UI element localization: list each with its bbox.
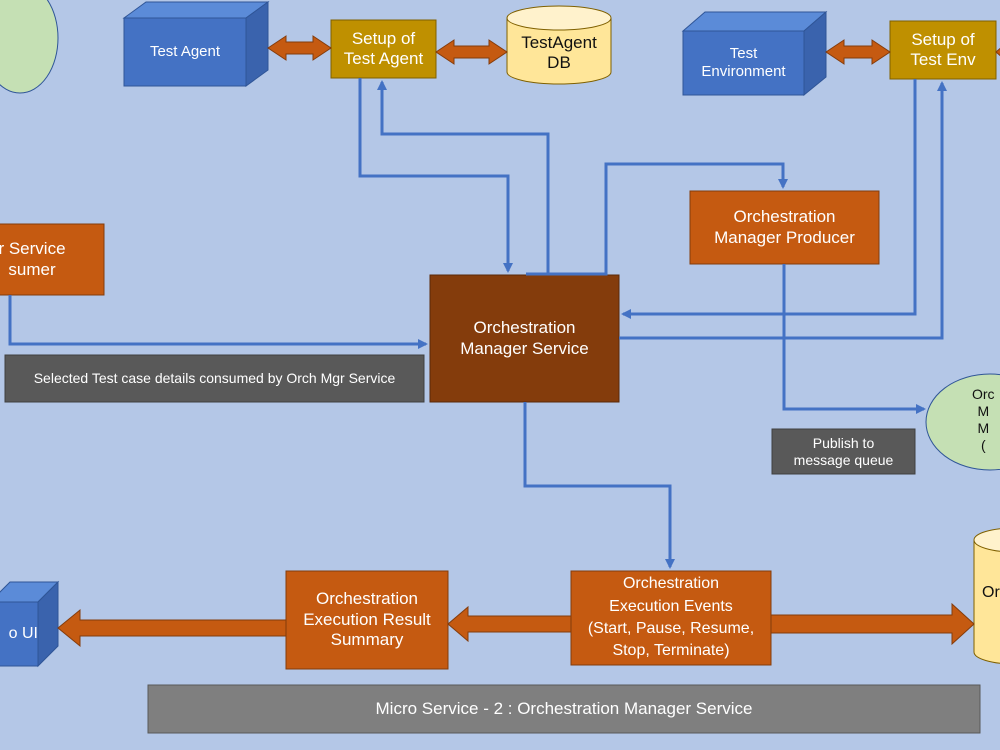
- connector-setup-env-to-service: [621, 79, 917, 319]
- connector-service-to-events: [523, 402, 675, 569]
- setup-test-agent-box: [330, 19, 437, 79]
- connector-consumer-to-service: [8, 295, 428, 349]
- footer-banner-box: [147, 684, 981, 734]
- message-queue-ellipse: [925, 373, 1000, 471]
- setup-test-env-box: [889, 20, 997, 80]
- publish-caption-box: [771, 428, 916, 475]
- arrow-agent-setup: [267, 35, 332, 61]
- testagent-db-cylinder: [506, 5, 612, 85]
- consumer-service-box: [0, 223, 105, 296]
- orch-mgr-producer-box: [689, 190, 880, 265]
- arrow-setup-env-right: [995, 47, 1000, 57]
- db-cylinder-bottom-right: [973, 528, 1000, 664]
- test-agent-cube: [122, 1, 270, 87]
- arrow-events-to-db: [770, 602, 975, 646]
- connector-service-to-producer: [526, 162, 788, 276]
- arrow-events-to-summary: [447, 605, 572, 643]
- connector-producer-to-queue: [782, 264, 926, 414]
- arrow-setup-db: [435, 39, 508, 65]
- ui-cube-bottom-left: [0, 580, 60, 668]
- connector-service-to-setup-env: [619, 81, 947, 340]
- consumed-caption-box: [4, 354, 425, 403]
- arrow-env-setup: [825, 39, 891, 65]
- orch-mgr-service-box: [429, 274, 620, 403]
- test-environment-cube: [681, 10, 828, 97]
- exec-result-summary-box: [285, 570, 449, 670]
- exec-events-box: [570, 570, 772, 666]
- connector-setup-agent-to-service: [358, 78, 513, 273]
- connector-service-to-setup-agent: [377, 80, 550, 275]
- queue-ellipse-top-left: [0, 0, 59, 94]
- arrow-summary-to-ui: [57, 608, 287, 648]
